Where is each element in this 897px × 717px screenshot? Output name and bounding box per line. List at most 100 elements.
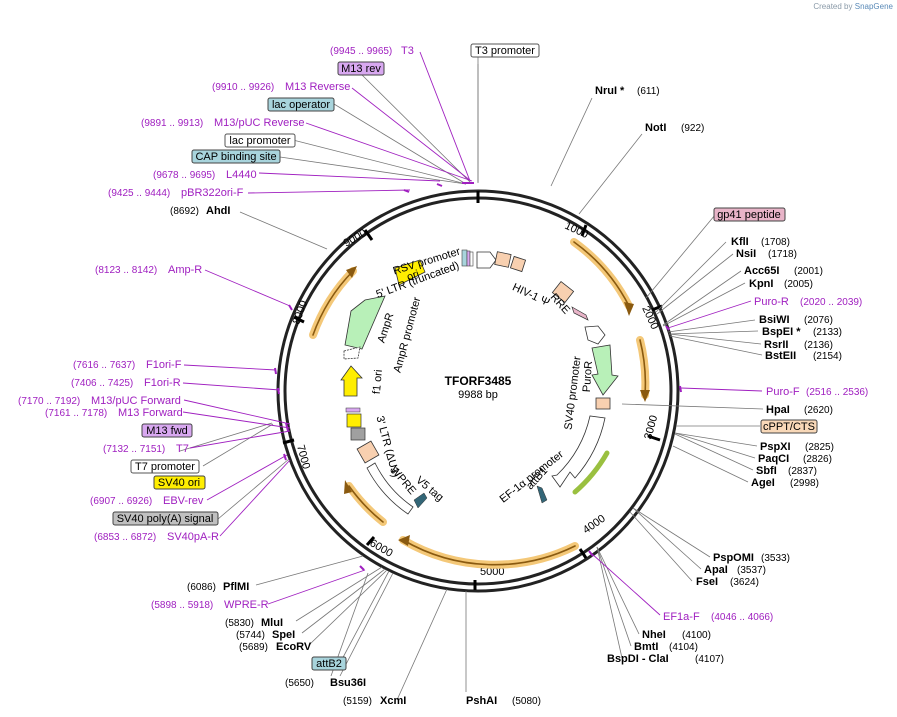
svg-text:(6086): (6086) — [187, 582, 216, 593]
enzyme-apai: ApaI(3537) — [704, 564, 766, 576]
svg-text:(611): (611) — [637, 86, 660, 97]
svg-text:ApaI: ApaI — [704, 564, 728, 576]
svg-text:EF1a-F: EF1a-F — [663, 611, 700, 623]
svg-text:(5159): (5159) — [343, 696, 372, 707]
svg-text:NruI *: NruI * — [595, 85, 625, 97]
svg-text:(8692): (8692) — [170, 206, 199, 217]
svg-text:HpaI: HpaI — [766, 404, 790, 416]
svg-text:cPPT/CTS: cPPT/CTS — [763, 421, 815, 433]
svg-text:(9891 .. 9913): (9891 .. 9913) — [141, 118, 203, 129]
enzyme-noti: NotI(922) — [645, 122, 704, 134]
svg-text:SV40 poly(A) signal: SV40 poly(A) signal — [117, 513, 214, 525]
svg-text:(2998): (2998) — [790, 478, 819, 489]
svg-text:(2133): (2133) — [813, 327, 842, 338]
svg-text:(9425 .. 9444): (9425 .. 9444) — [108, 188, 170, 199]
orf-arcs — [309, 238, 650, 569]
svg-text:PaqCI: PaqCI — [758, 453, 789, 465]
svg-text:(5689): (5689) — [239, 642, 268, 653]
svg-text:RsrII: RsrII — [764, 339, 788, 351]
enzyme-bsu36i: Bsu36I (5650) — [285, 677, 366, 689]
svg-text:(2136): (2136) — [804, 340, 833, 351]
enzyme-nsii: NsiI (1718) — [736, 248, 797, 260]
svg-text:(2825): (2825) — [805, 442, 834, 453]
enzyme-paqci: PaqCI (2826) — [758, 453, 832, 465]
svg-text:M13/pUC Reverse: M13/pUC Reverse — [214, 117, 304, 129]
svg-text:L4440: L4440 — [226, 169, 257, 181]
svg-text:(5080): (5080) — [512, 696, 541, 707]
svg-text:(2001): (2001) — [794, 266, 823, 277]
label-sv40-promoter: SV40 promoter — [563, 355, 584, 430]
boxed-label-cppt: cPPT/CTS — [760, 419, 818, 434]
label-puror: PuroR — [581, 361, 595, 393]
enzyme-bspei: BspEI * (2133) — [762, 326, 842, 338]
svg-text:BstEII: BstEII — [765, 350, 796, 362]
svg-text:MluI: MluI — [261, 617, 283, 629]
svg-text:M13 Reverse: M13 Reverse — [285, 81, 350, 93]
primer-l4440: (9678 .. 9695)L4440 — [153, 169, 257, 181]
svg-text:NotI: NotI — [645, 122, 666, 134]
tick-3000: 3000 — [642, 414, 660, 441]
svg-text:Puro-F: Puro-F — [766, 386, 800, 398]
svg-text:(2826): (2826) — [803, 454, 832, 465]
primer-f1ori-f: (7616 .. 7637)F1ori-F — [73, 359, 182, 371]
svg-text:EcoRV: EcoRV — [276, 641, 312, 653]
boxed-label-lac-promoter: lac promoter — [224, 133, 296, 148]
enzyme-ecorv: EcoRV (5689) — [239, 641, 312, 653]
leader-lines — [179, 56, 764, 701]
enzyme-nrui: NruI * (611) — [595, 85, 660, 97]
svg-text:(5830): (5830) — [225, 618, 254, 629]
svg-text:(3533): (3533) — [761, 553, 790, 564]
svg-text:gp41 peptide: gp41 peptide — [717, 209, 781, 221]
tick-8000: 8000 — [291, 299, 311, 326]
svg-text:PspXI: PspXI — [760, 441, 791, 453]
enzyme-sbfi: SbfI(2837) — [756, 465, 817, 477]
boxed-labels: T3 promoter M13 rev lac operator lac pro… — [112, 43, 818, 671]
svg-text:(9910 .. 9926): (9910 .. 9926) — [212, 82, 274, 93]
svg-text:Bsu36I: Bsu36I — [330, 677, 366, 689]
svg-text:AgeI: AgeI — [751, 477, 775, 489]
enzyme-hpai: HpaI (2620) — [766, 404, 833, 416]
svg-text:(5898 .. 5918): (5898 .. 5918) — [151, 600, 213, 611]
enzyme-labels: NruI *(611) NotI(922) KflI(1708) NsiI(17… — [170, 85, 842, 707]
boxed-label-attb2: attB2 — [311, 656, 347, 671]
svg-text:(7170 .. 7192): (7170 .. 7192) — [18, 396, 80, 407]
svg-text:PspOMI: PspOMI — [713, 552, 754, 564]
svg-text:(1708): (1708) — [761, 237, 790, 248]
orf-arrowheads — [344, 266, 650, 546]
ring-ticks — [282, 191, 663, 590]
enzyme-spei: SpeI(5744) — [236, 629, 295, 641]
enzyme-xcmi: XcmI(5159) — [343, 695, 406, 707]
svg-text:KpnI: KpnI — [749, 278, 773, 290]
svg-text:BspEI *: BspEI * — [762, 326, 801, 338]
svg-text:AhdI: AhdI — [206, 205, 230, 217]
primer-amp-r: (8123 .. 8142)Amp-R — [95, 264, 202, 276]
enzyme-agei: AgeI (2998) — [751, 477, 819, 489]
svg-text:(7406 .. 7425): (7406 .. 7425) — [71, 378, 133, 389]
svg-text:(2154): (2154) — [813, 351, 842, 362]
svg-text:T7: T7 — [176, 443, 189, 455]
svg-text:Puro-R: Puro-R — [754, 296, 789, 308]
enzyme-mlui: MluI (5830) — [225, 617, 283, 629]
svg-text:(1718): (1718) — [768, 249, 797, 260]
primer-leader-lines — [182, 51, 763, 616]
label-ampr: AmpR — [376, 312, 397, 345]
svg-text:M13 fwd: M13 fwd — [146, 425, 188, 437]
tick-5000: 5000 — [480, 566, 504, 578]
svg-text:(5650): (5650) — [285, 678, 314, 689]
svg-text:(6853 .. 6872): (6853 .. 6872) — [94, 532, 156, 543]
svg-text:lac promoter: lac promoter — [229, 135, 290, 147]
plasmid-name: TFORF3485 — [445, 374, 512, 388]
primer-sv40pa-r: (6853 .. 6872)SV40pA-R — [94, 531, 219, 543]
svg-text:PshAI: PshAI — [466, 695, 497, 707]
snapgene-logo: SnapGene — [854, 2, 893, 11]
snapgene-credit: Created by SnapGene — [813, 2, 893, 11]
primer-ebv-rev: (6907 .. 6926)EBV-rev — [90, 495, 204, 507]
svg-text:NsiI: NsiI — [736, 248, 756, 260]
svg-text:(2620): (2620) — [804, 405, 833, 416]
primer-puro-r: Puro-R(2020 .. 2039) — [754, 296, 862, 308]
primer-m13-puc-forward: (7170 .. 7192)M13/pUC Forward — [18, 395, 181, 407]
svg-text:(7161 .. 7178): (7161 .. 7178) — [45, 408, 107, 419]
svg-text:BspDI - ClaI: BspDI - ClaI — [607, 653, 669, 665]
enzyme-pspxi: PspXI (2825) — [760, 441, 834, 453]
svg-text:T7 promoter: T7 promoter — [135, 461, 195, 473]
